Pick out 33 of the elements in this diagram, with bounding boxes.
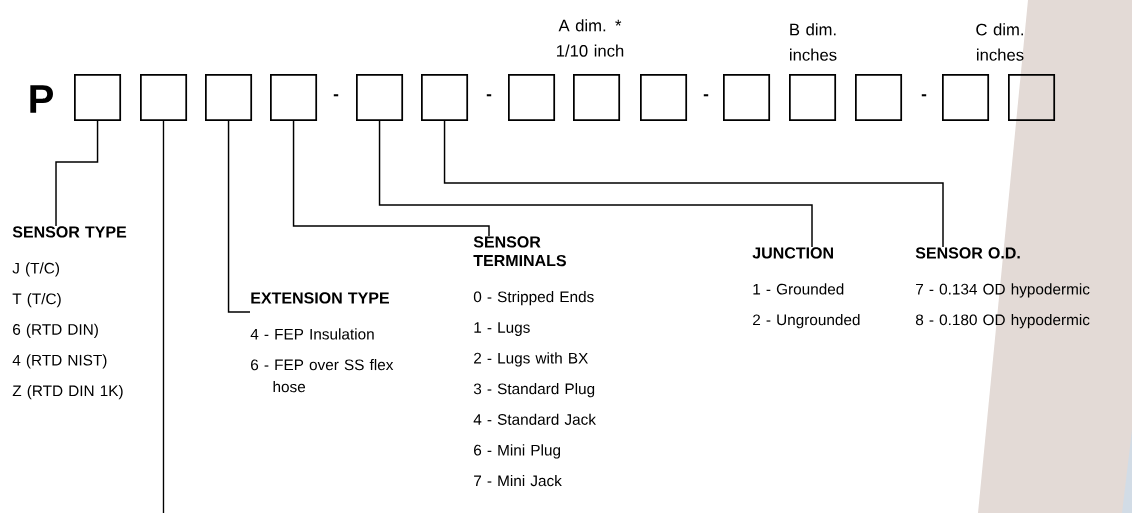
dimension-label: C dim. inches bbox=[976, 23, 1024, 61]
dimension-label: A dim. * 1/10 inch bbox=[557, 19, 624, 57]
dimension-label: B dim. inches bbox=[790, 23, 837, 61]
prefix-letter: P bbox=[30, 85, 53, 113]
code-box bbox=[74, 74, 122, 122]
code-box bbox=[1008, 74, 1056, 122]
leader-line bbox=[292, 120, 490, 237]
leader-line bbox=[55, 120, 99, 227]
option-list: JUNCTION 1 - Grounded 2 - Ungrounded bbox=[752, 247, 860, 329]
code-box bbox=[855, 74, 903, 122]
code-box bbox=[205, 74, 253, 122]
code-box bbox=[789, 74, 837, 122]
separator-dash: - bbox=[333, 94, 339, 97]
leader-line bbox=[162, 120, 165, 513]
code-box bbox=[640, 74, 688, 122]
code-box bbox=[508, 74, 556, 122]
code-box bbox=[140, 74, 188, 122]
leader-line bbox=[378, 120, 813, 248]
option-list: EXTENSION TYPE 4 - FEP Insulation 6 - FEP over SS flex hose bbox=[250, 292, 394, 393]
separator-dash: - bbox=[486, 94, 492, 97]
leader-line bbox=[227, 120, 251, 313]
separator-dash: - bbox=[703, 94, 709, 97]
code-box bbox=[723, 74, 771, 122]
code-box bbox=[421, 74, 469, 122]
code-box bbox=[356, 74, 404, 122]
option-list: SENSOR TYPE J (T/C) T (T/C) 6 (RTD DIN) 4 (RTD NIST) Z (RTD DIN 1K) bbox=[12, 226, 127, 400]
code-box bbox=[942, 74, 990, 122]
code-box bbox=[573, 74, 621, 122]
separator-dash: - bbox=[921, 94, 927, 97]
option-list: SENSOR TERMINALS 0 - Stripped Ends 1 - Lugs 2 - Lugs with BX 3 - Standard Plug 4 - Standard Jack 6 - Mini Plug 7 - Mini Jack bbox=[473, 236, 596, 487]
leader-line bbox=[443, 120, 944, 248]
code-box bbox=[270, 74, 318, 122]
option-list: SENSOR O.D. 7 - 0.134 OD hypodermic 8 - 0.180 OD hypodermic bbox=[915, 247, 1090, 329]
